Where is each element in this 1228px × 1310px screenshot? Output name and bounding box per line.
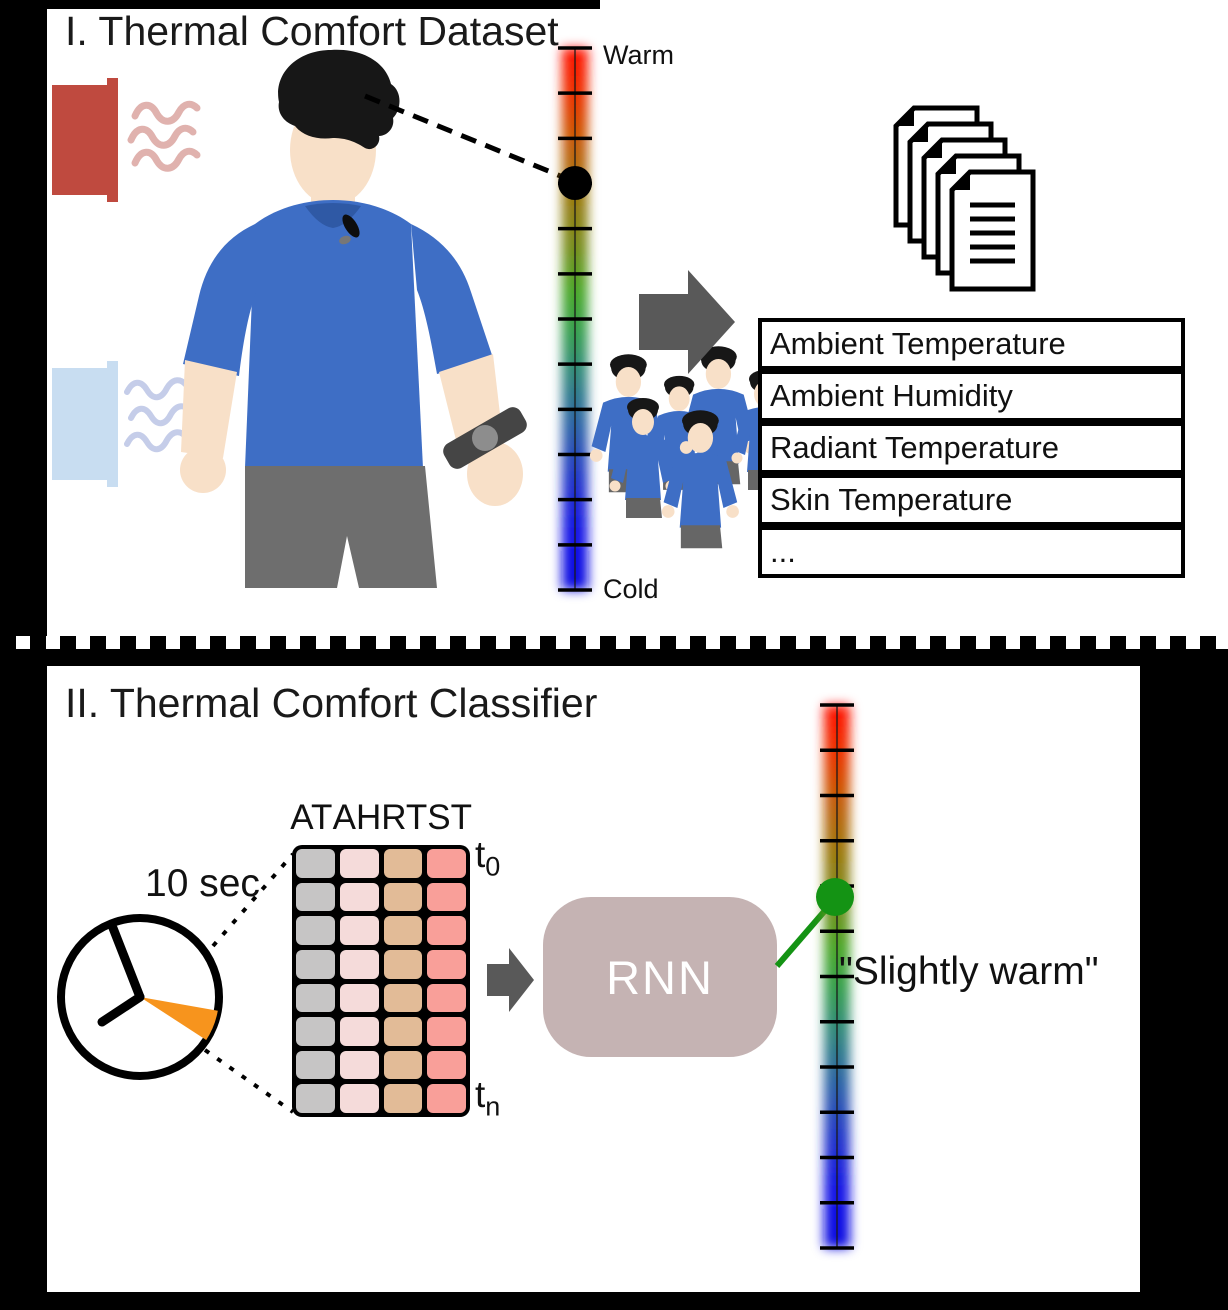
matrix-cell <box>383 983 423 1013</box>
panel-thermal-comfort-dataset: I. Thermal Comfort Dataset Warm Cold Amb… <box>47 0 1228 636</box>
matrix-cell <box>296 983 335 1013</box>
pants <box>245 466 437 588</box>
panel-thermal-comfort-classifier: II. Thermal Comfort Classifier 10 sec AT… <box>47 666 1140 1292</box>
cold-label: Cold <box>603 574 659 604</box>
matrix-cell <box>383 1050 423 1080</box>
table-row: Ambient Temperature <box>758 318 1185 370</box>
matrix-cell <box>427 949 466 979</box>
matrix-cell <box>339 1017 379 1046</box>
matrix-col-header: RT <box>381 798 428 837</box>
matrix-cell <box>296 1084 335 1113</box>
matrix-cell <box>383 1084 423 1113</box>
warm-label: Warm <box>603 40 674 70</box>
chest-sensor-icon <box>339 214 360 245</box>
comfort-vote-marker <box>558 166 592 200</box>
panel-divider-dashed-line <box>0 636 1228 649</box>
matrix-cell <box>296 1017 335 1046</box>
matrix-cell <box>427 1017 466 1046</box>
table-row: ... <box>758 526 1185 578</box>
clock-icon <box>57 914 223 1080</box>
panel1-title: I. Thermal Comfort Dataset <box>65 8 559 54</box>
table-row: Skin Temperature <box>758 474 1185 526</box>
top-border-strip <box>0 0 600 9</box>
matrix-cell <box>383 849 423 878</box>
matrix-cell <box>339 1084 379 1113</box>
heat-waves-icon <box>127 100 201 172</box>
table-row: Ambient Humidity <box>758 370 1185 422</box>
classifier-scene <box>57 703 854 1250</box>
feature-cell: Ambient Humidity <box>758 370 1185 422</box>
matrix-cell <box>296 949 335 979</box>
matrix-cell <box>296 1050 335 1080</box>
dataset-documents-icon <box>893 105 1036 292</box>
feature-cell: ... <box>758 526 1185 578</box>
interval-label: 10 sec <box>145 862 260 905</box>
matrix-cell <box>383 1017 423 1046</box>
feature-cell: Ambient Temperature <box>758 318 1185 370</box>
flow-arrow-icon <box>487 948 534 1012</box>
t0-label: t0 <box>475 834 501 882</box>
matrix-cell <box>339 916 379 945</box>
feature-cell: Skin Temperature <box>758 474 1185 526</box>
matrix-col-header: AH <box>332 798 382 837</box>
heater-icon <box>52 78 201 202</box>
rnn-label: RNN <box>606 950 714 1004</box>
matrix-cell <box>383 882 423 912</box>
matrix-cell <box>339 949 379 979</box>
feature-matrix <box>292 845 470 1117</box>
prediction-output-label: "Slightly warm" <box>839 950 1099 993</box>
matrix-cell <box>339 849 379 878</box>
matrix-cell <box>296 916 335 945</box>
matrix-col-header: AT <box>290 798 333 837</box>
matrix-cell <box>427 882 466 912</box>
scale-ticks <box>820 703 854 1250</box>
prediction-marker <box>816 878 854 916</box>
matrix-cell <box>427 849 466 878</box>
table-row: Radiant Temperature <box>758 422 1185 474</box>
flow-arrow-icon <box>639 270 735 374</box>
tn-label: tn <box>475 1074 501 1122</box>
matrix-cell <box>427 1084 466 1113</box>
matrix-cell <box>427 916 466 945</box>
matrix-cell <box>296 882 335 912</box>
matrix-cell <box>383 949 423 979</box>
hair <box>278 49 400 150</box>
feature-cell: Radiant Temperature <box>758 422 1185 474</box>
matrix-cell <box>339 882 379 912</box>
dataset-scene <box>52 46 1036 592</box>
matrix-cell <box>383 916 423 945</box>
matrix-col-header: ST <box>427 798 472 837</box>
person-figure <box>180 49 527 588</box>
panel2-title: II. Thermal Comfort Classifier <box>65 680 598 726</box>
matrix-cell <box>427 1050 466 1080</box>
features-table: Ambient Temperature Ambient Humidity Rad… <box>758 318 1185 578</box>
vote-connector-line <box>364 93 564 180</box>
smartwatch-icon <box>443 407 527 469</box>
matrix-cell <box>427 983 466 1013</box>
zoom-connector-lines <box>203 852 295 1114</box>
matrix-header: AT AH RT ST <box>290 798 472 838</box>
thermal-scale-output <box>816 703 854 1250</box>
matrix-cell <box>296 849 335 878</box>
matrix-cell <box>339 983 379 1013</box>
rnn-box <box>543 897 777 1057</box>
thermal-scale-dataset <box>558 46 592 592</box>
matrix-cell <box>339 1050 379 1080</box>
clock-interval-wedge <box>140 997 218 1040</box>
